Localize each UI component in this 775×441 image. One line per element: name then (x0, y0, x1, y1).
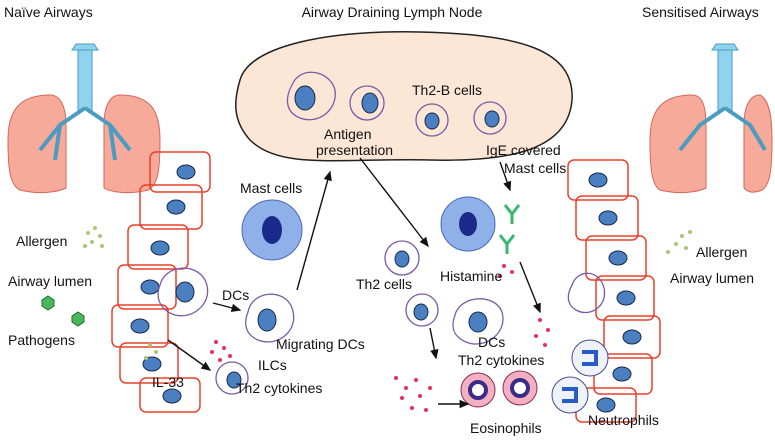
lungs-right-icon (649, 43, 773, 194)
label-pathogens: Pathogens (8, 332, 75, 348)
title-sensitised-airways: Sensitised Airways (642, 4, 759, 20)
label-mast-cells: Mast cells (240, 180, 303, 196)
label-th2-cytokines-right: Th2 cytokines (458, 352, 545, 368)
epithelium-left (111, 151, 211, 413)
dc-right-icon (452, 298, 504, 345)
ige-mast-cell-icon (440, 196, 521, 254)
label-ilcs: ILCs (258, 357, 287, 373)
label-th2b-cells: Th2-B cells (412, 82, 483, 98)
allergen-dots (83, 226, 692, 360)
label-allergen-right: Allergen (696, 244, 748, 260)
mast-cell-icon (241, 199, 303, 261)
ilc-icon (215, 361, 249, 395)
dc-sensitised-icon (567, 272, 606, 314)
lungs-left-icon (7, 43, 161, 194)
label-eosinophils: Eosinophils (470, 420, 542, 436)
label-presentation: presentation (316, 142, 394, 158)
epithelium-right (567, 159, 661, 423)
lymph-node (235, 31, 573, 162)
label-dcs-right: DCs (478, 334, 506, 350)
title-lymph-node: Airway Draining Lymph Node (301, 4, 483, 20)
label-il33: IL-33 (152, 374, 184, 390)
cytokine-dots (210, 264, 550, 412)
label-antigen: Antigen (324, 126, 372, 142)
label-ige-mast-cells: Mast cells (504, 160, 567, 176)
migrating-dc-icon (245, 293, 295, 343)
label-allergen-left: Allergen (16, 233, 68, 249)
dc-left-icon (157, 267, 209, 317)
eosinophil-icon (460, 370, 538, 408)
th2-cell-icon-2 (405, 293, 439, 327)
label-th2-cytokines-left: Th2 cytokines (236, 380, 323, 396)
pathogen-icon (41, 295, 85, 327)
label-airway-lumen-right: Airway lumen (670, 270, 755, 286)
title-naive-airways: Naïve Airways (4, 4, 93, 20)
label-migrating-dcs: Migrating DCs (276, 336, 365, 352)
label-airway-lumen-left: Airway lumen (8, 273, 93, 289)
neutrophil-icon (551, 339, 609, 414)
label-dcs-left: DCs (222, 287, 250, 303)
th2-cell-icon-1 (384, 240, 420, 276)
label-th2-cells: Th2 cells (356, 276, 413, 292)
flow-arrows (167, 157, 541, 409)
label-neutrophils: Neutrophils (588, 412, 659, 428)
label-ige-covered: IgE covered (486, 142, 561, 158)
label-histamine: Histamine (440, 268, 503, 284)
